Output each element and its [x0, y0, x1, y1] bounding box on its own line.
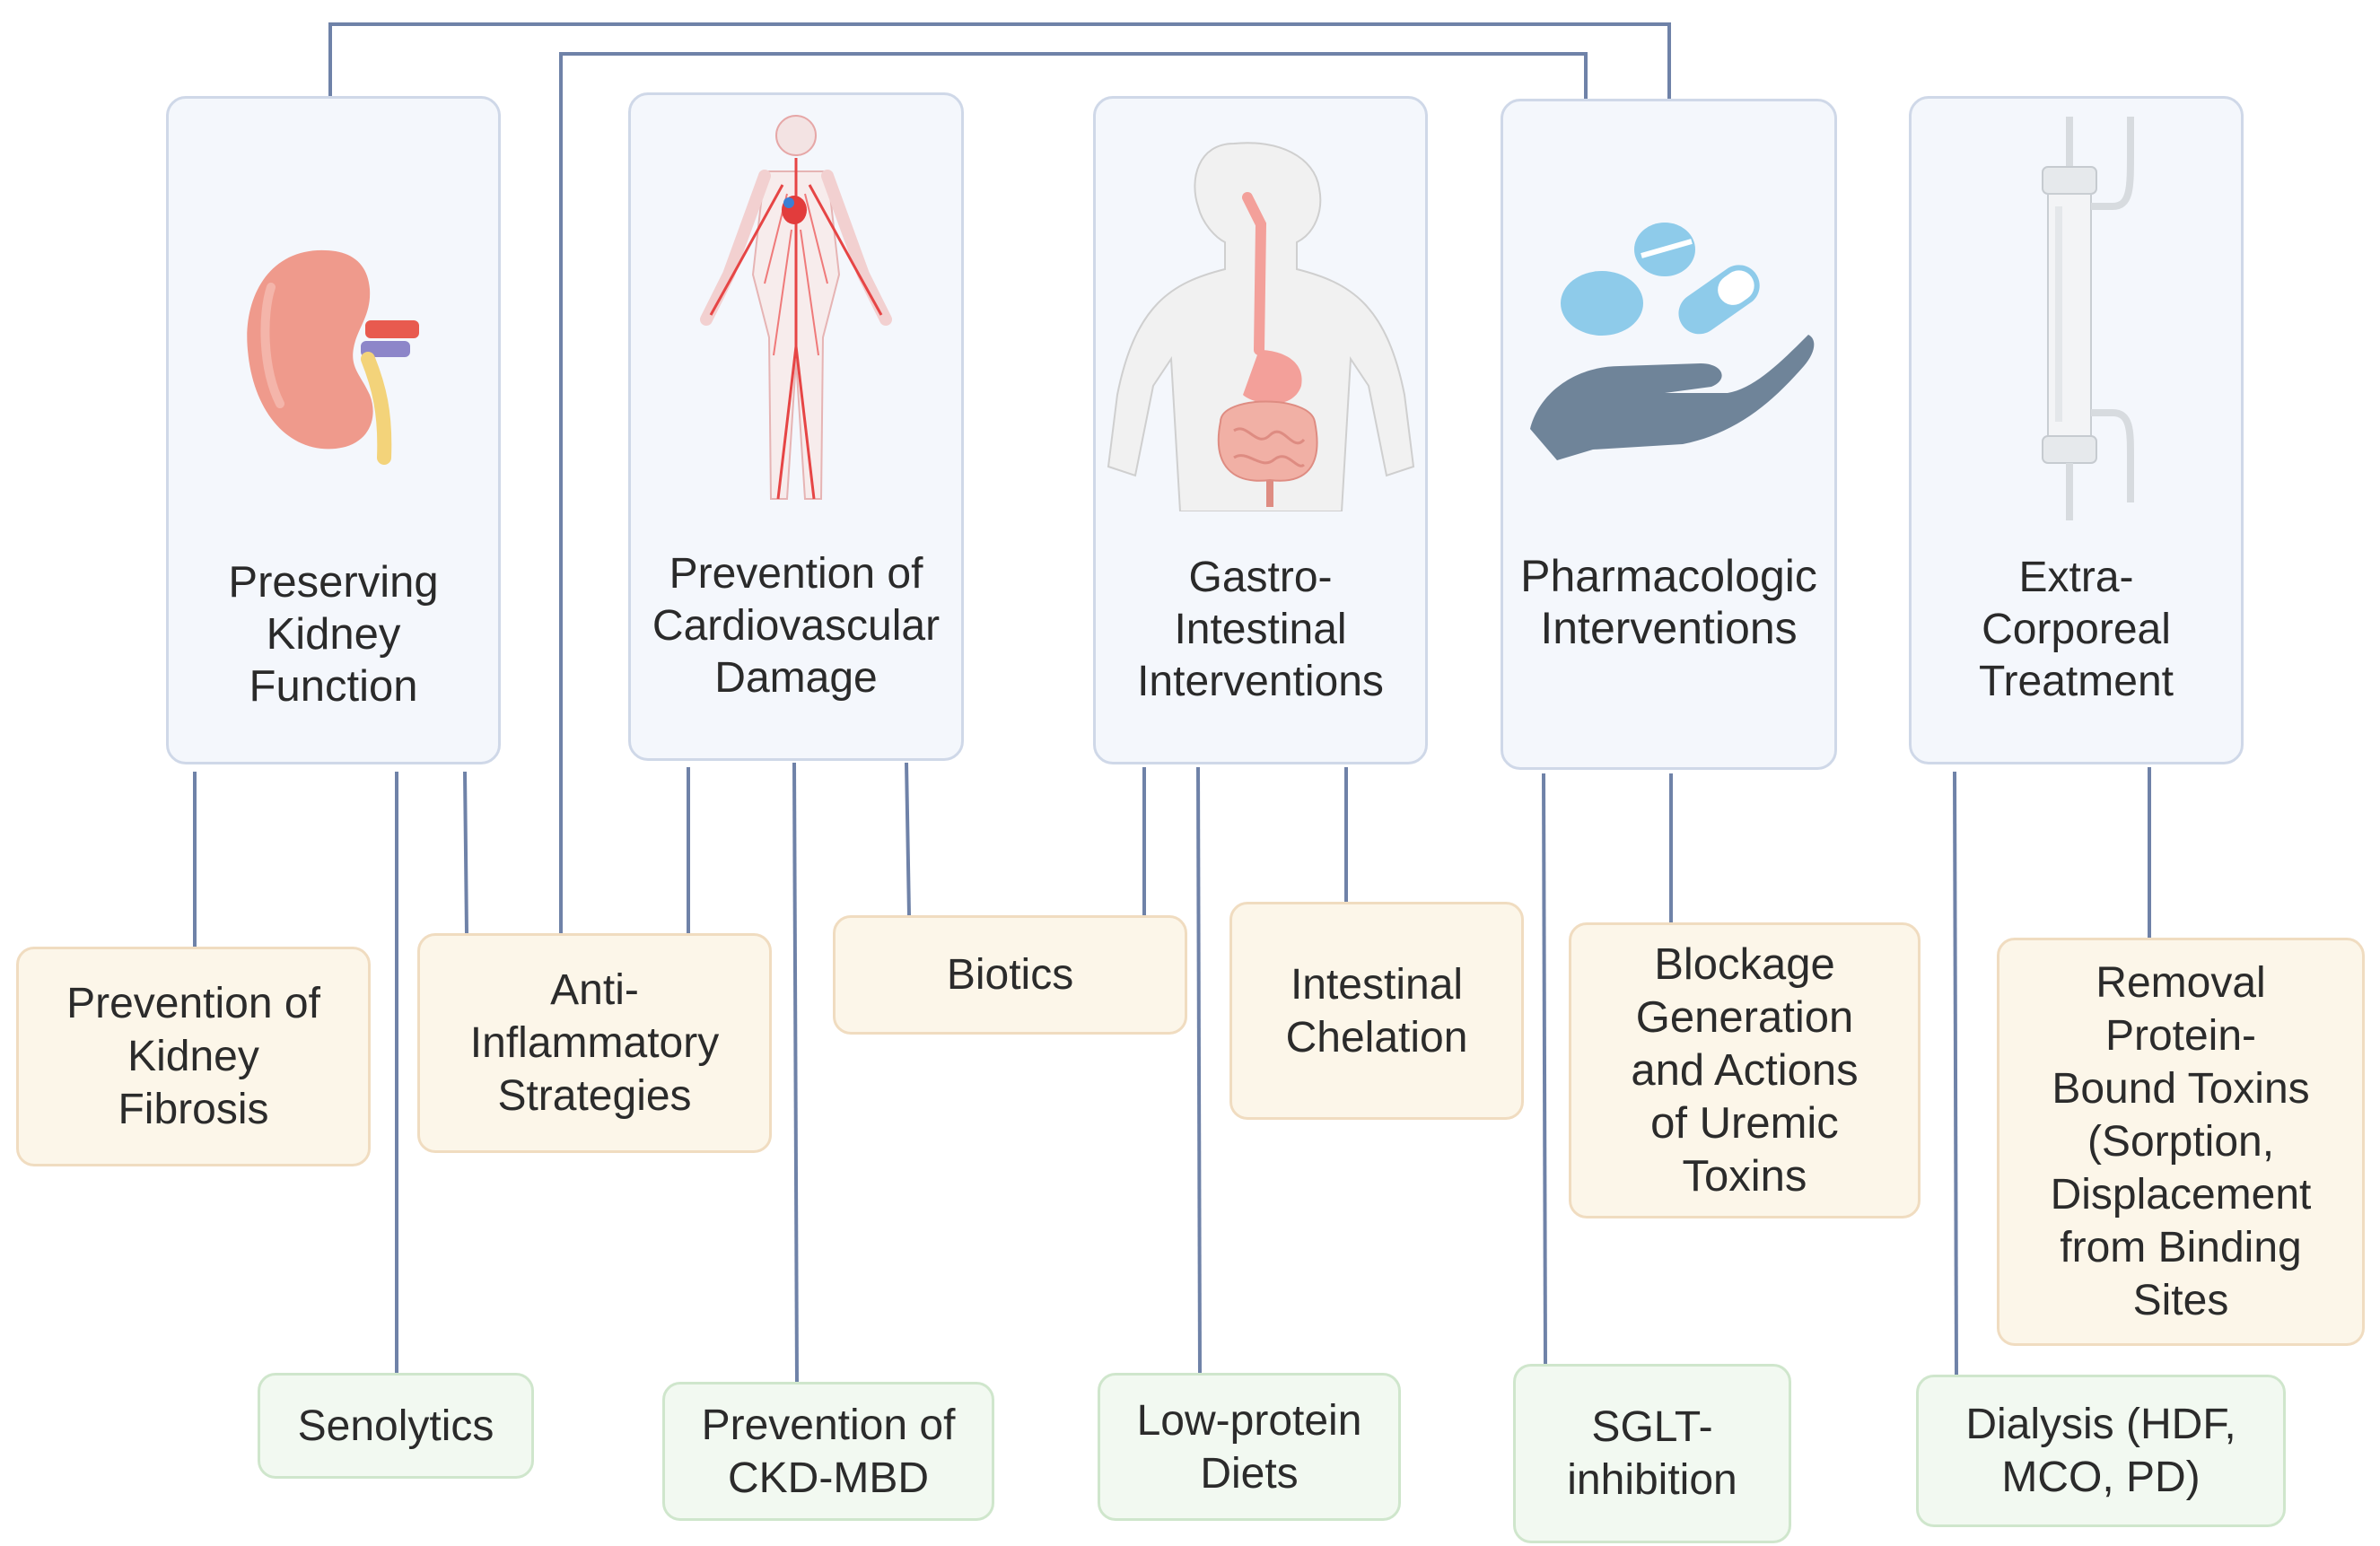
category-card-extra: Extra- Corporeal Treatment	[1909, 96, 2244, 764]
intervention-box-biotics: Biotics	[833, 915, 1187, 1035]
connector-line	[1542, 773, 1547, 1365]
connector-line	[328, 22, 1671, 100]
intervention-box-protein-bound-toxin-removal: Removal Protein- Bound Toxins (Sorption,…	[1997, 938, 2365, 1346]
category-title: Prevention of Cardiovascular Damage	[652, 550, 941, 702]
connector-line	[463, 771, 468, 934]
intervention-box-dialysis: Dialysis (HDF, MCO, PD)	[1916, 1375, 2286, 1527]
connector-line	[905, 762, 911, 916]
kidney-icon	[246, 249, 419, 465]
circulatory-system-icon	[700, 115, 892, 500]
category-title: Pharmacologic Interventions	[1520, 551, 1817, 653]
intervention-box-fibrosis: Prevention of Kidney Fibrosis	[16, 947, 371, 1166]
intervention-box-ckd-mbd: Prevention of CKD-MBD	[662, 1382, 994, 1521]
connector-line	[1953, 771, 1958, 1376]
category-card-cardio: Prevention of Cardiovascular Damage	[628, 92, 964, 761]
pills-in-hand-icon	[1529, 223, 1814, 460]
intervention-box-uremic-toxin-blockage: Blockage Generation and Actions of Uremi…	[1569, 922, 1921, 1218]
intervention-box-low-protein-diets: Low-protein Diets	[1098, 1373, 1401, 1521]
category-card-gi: Gastro- Intestinal Interventions	[1093, 96, 1428, 764]
digestive-system-icon	[1107, 142, 1414, 511]
category-card-pharma: Pharmacologic Interventions	[1501, 99, 1837, 770]
connector-line	[559, 52, 1588, 933]
dialyzer-filter-icon	[2041, 117, 2134, 520]
category-title: Preserving Kidney Function	[228, 558, 439, 711]
connector-line	[792, 762, 799, 1383]
intervention-box-intestinal-chelation: Intestinal Chelation	[1229, 902, 1524, 1120]
intervention-box-sglt-inhibition: SGLT- inhibition	[1513, 1364, 1791, 1543]
intervention-box-senolytics: Senolytics	[258, 1373, 534, 1479]
category-title: Extra- Corporeal Treatment	[1979, 554, 2174, 705]
connector-line	[1196, 766, 1202, 1374]
intervention-box-anti-inflammatory: Anti- Inflammatory Strategies	[417, 933, 772, 1153]
category-card-kidney: Preserving Kidney Function	[166, 96, 501, 764]
category-title: Gastro- Intestinal Interventions	[1137, 554, 1384, 705]
